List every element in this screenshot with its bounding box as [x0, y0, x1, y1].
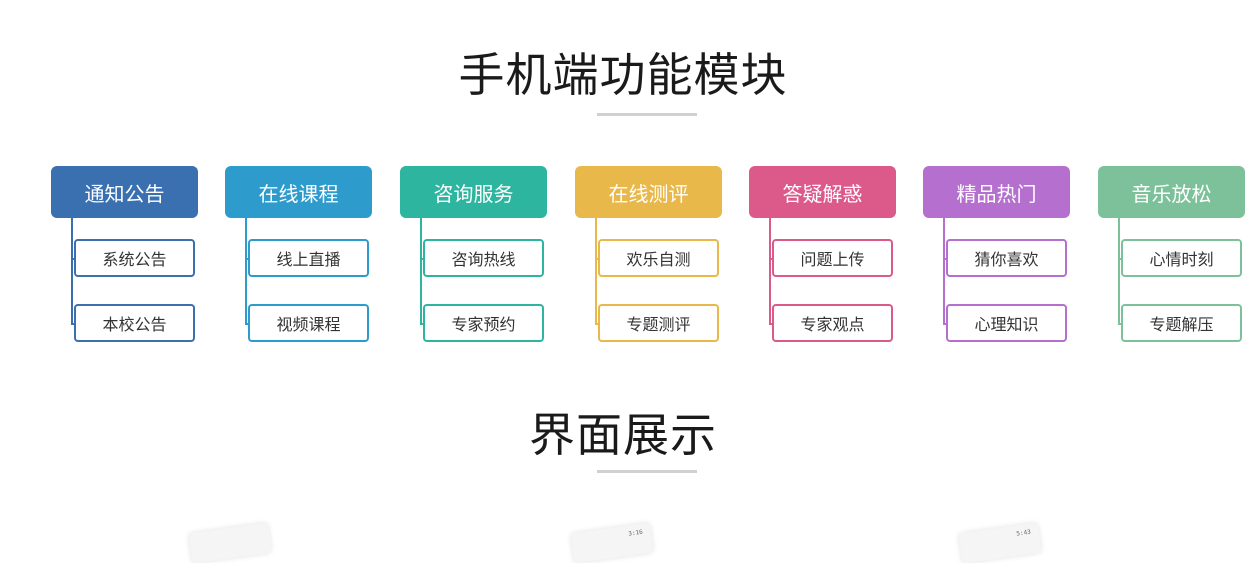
- section-title-showcase: 界面展示: [529, 408, 717, 462]
- module-header[interactable]: 在线课程: [225, 166, 372, 218]
- module-connector: [1118, 218, 1120, 325]
- module-header[interactable]: 音乐放松: [1098, 166, 1245, 218]
- module-connector: [769, 218, 771, 325]
- module-item[interactable]: 专家预约: [423, 304, 544, 342]
- module-card: 在线课程 线上直播 视频课程: [225, 166, 375, 346]
- module-card: 精品热门 猜你喜欢 心理知识: [923, 166, 1073, 346]
- module-grid: 通知公告 系统公告 本校公告 在线课程 线上直播 视频课程 咨询服务 咨询热线 …: [51, 166, 1246, 346]
- module-connector: [71, 218, 73, 325]
- module-item[interactable]: 视频课程: [248, 304, 369, 342]
- module-header[interactable]: 答疑解惑: [749, 166, 896, 218]
- phone-status-bar: 5:43: [1015, 528, 1032, 538]
- module-item[interactable]: 线上直播: [248, 239, 369, 277]
- module-connector: [420, 218, 422, 325]
- title-underline: [597, 113, 697, 116]
- module-item[interactable]: 专题解压: [1121, 304, 1242, 342]
- module-item[interactable]: 专题测评: [598, 304, 719, 342]
- module-card: 答疑解惑 问题上传 专家观点: [749, 166, 899, 346]
- module-card: 音乐放松 心情时刻 专题解压: [1098, 166, 1246, 346]
- phone-status-bar: 3:16: [627, 528, 644, 538]
- module-card: 在线测评 欢乐自测 专题测评: [575, 166, 725, 346]
- module-item[interactable]: 欢乐自测: [598, 239, 719, 277]
- module-header[interactable]: 咨询服务: [400, 166, 547, 218]
- module-card: 通知公告 系统公告 本校公告: [51, 166, 201, 346]
- title-underline: [597, 470, 697, 473]
- module-connector: [943, 218, 945, 325]
- section-title-modules: 手机端功能模块: [458, 48, 788, 102]
- module-item[interactable]: 系统公告: [74, 239, 195, 277]
- module-item[interactable]: 本校公告: [74, 304, 195, 342]
- module-item[interactable]: 问题上传: [772, 239, 893, 277]
- module-header[interactable]: 通知公告: [51, 166, 198, 218]
- module-item[interactable]: 咨询热线: [423, 239, 544, 277]
- module-card: 咨询服务 咨询热线 专家预约: [400, 166, 550, 346]
- module-connector: [245, 218, 247, 325]
- module-item[interactable]: 心情时刻: [1121, 239, 1242, 277]
- module-header[interactable]: 精品热门: [923, 166, 1070, 218]
- module-header[interactable]: 在线测评: [575, 166, 722, 218]
- module-item[interactable]: 心理知识: [946, 304, 1067, 342]
- module-item[interactable]: 专家观点: [772, 304, 893, 342]
- module-connector: [595, 218, 597, 325]
- module-item[interactable]: 猜你喜欢: [946, 239, 1067, 277]
